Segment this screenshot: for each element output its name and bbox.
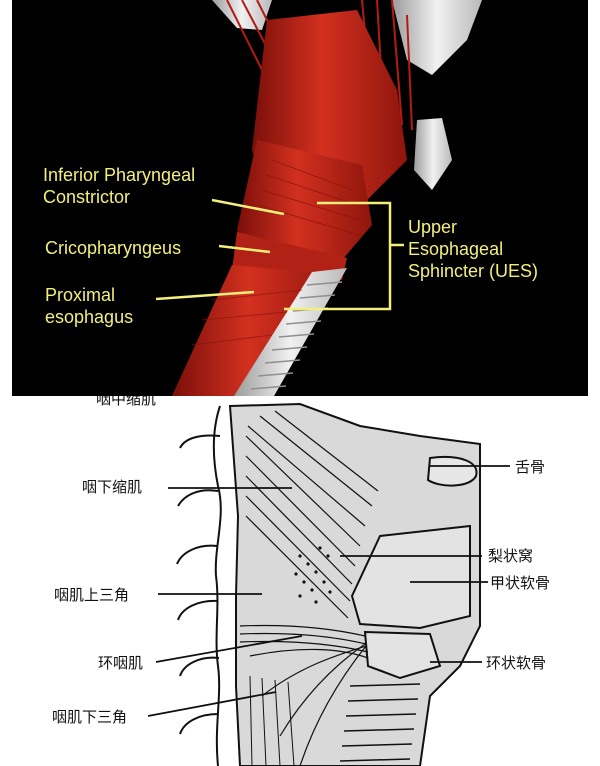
constrictor-fibres: [245, 410, 379, 619]
label-hyoid: 舌骨: [515, 458, 546, 476]
label-proximal-esophagus: Proximal esophagus: [45, 285, 134, 327]
trachea-drawing: [339, 683, 421, 762]
trachea-rings: [234, 268, 347, 396]
label-piriform-fossa: 梨状窝: [488, 547, 534, 565]
hyoid-drawing: [426, 456, 478, 487]
label-thyroid-cartilage: 甲状软骨: [490, 574, 551, 592]
pointer-lines: [155, 198, 404, 311]
inferior-constrictor-render: [237, 140, 372, 270]
bottom-anatomy-drawing: 咽中缩肌 舌骨 咽下缩肌 梨状窝 甲状软骨 咽肌上三角 环咽肌 环状软骨 咽肌下…: [0, 396, 600, 766]
piriform-dots: [294, 546, 332, 604]
muscle-render: [155, 0, 482, 396]
muscle-fibres: [191, 159, 363, 346]
drawing-pointer-lines: [147, 465, 510, 717]
bone-top-left: [212, 0, 272, 30]
hyoid-render: [414, 118, 452, 190]
cricopharyngeus-fibres: [239, 624, 369, 766]
line-drawing: [147, 402, 510, 766]
label-cricopharyngeus: Cricopharyngeus: [45, 238, 182, 258]
label-ues: Upper Esophageal Sphincter (UES): [408, 217, 539, 281]
label-upper-triangle: 咽肌上三角: [54, 586, 130, 604]
label-cricoid-cartilage: 环状软骨: [486, 654, 547, 672]
cricoid-drawing: [363, 630, 442, 680]
thyroid-drawing: [350, 524, 471, 630]
label-inferior-constrictor: 咽下缩肌: [82, 478, 143, 496]
top-anatomy-figure: Inferior Pharyngeal Constrictor Cricopha…: [12, 0, 588, 396]
label-cricopharyngeus-cn: 环咽肌: [98, 654, 144, 672]
vertebra-outline: [176, 405, 222, 766]
bone-top-right: [392, 0, 482, 75]
label-inferior-pharyngeal-constrictor: Inferior Pharyngeal Constrictor: [43, 165, 196, 207]
label-lower-triangle: 咽肌下三角: [52, 708, 128, 726]
esophagus-fibres: [249, 675, 295, 766]
label-top-cut: 咽中缩肌: [96, 396, 157, 408]
